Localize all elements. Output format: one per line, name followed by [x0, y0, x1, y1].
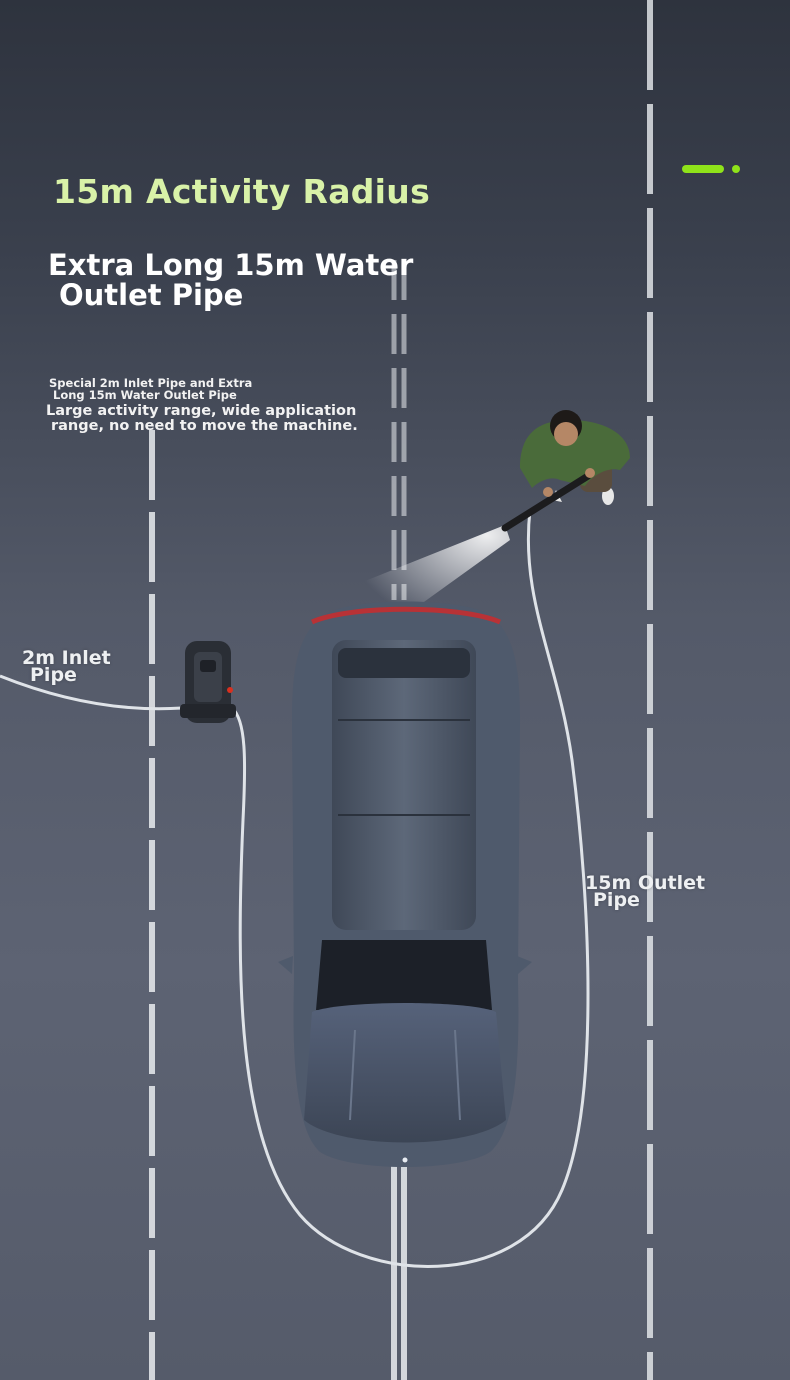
inlet-hose	[0, 674, 183, 711]
outlet-hose	[230, 509, 590, 1268]
indicator-dot	[732, 165, 740, 173]
description-line-1: Large activity range, wide application	[46, 403, 357, 419]
subheading: Extra Long 15m Water Outlet Pipe	[48, 250, 413, 310]
outlet-label-line-2: Pipe	[593, 889, 640, 911]
outlet-pipe-label: 15m Outlet Pipe	[585, 872, 706, 911]
feature-note-line-1: Special 2m Inlet Pipe and Extra	[49, 376, 253, 390]
feature-note-line-2: Long 15m Water Outlet Pipe	[53, 388, 237, 402]
description-line-2: range, no need to move the machine.	[51, 418, 358, 434]
inlet-label-line-2: Pipe	[30, 664, 77, 686]
description: Large activity range, wide application r…	[46, 404, 358, 434]
slide-indicator	[682, 165, 742, 175]
feature-note: Special 2m Inlet Pipe and Extra Long 15m…	[49, 377, 252, 401]
road-markings	[149, 0, 653, 1380]
outlet-label-line-1: 15m Outlet	[585, 872, 706, 894]
subheading-line-2: Outlet Pipe	[59, 278, 244, 312]
pressure-washer-machine	[180, 641, 236, 723]
headline: 15m Activity Radius	[53, 172, 431, 211]
indicator-active-bar	[682, 165, 724, 173]
car	[278, 601, 532, 1167]
person-with-spray-gun	[501, 410, 630, 532]
inlet-pipe-label: 2m Inlet Pipe	[22, 647, 111, 686]
subheading-line-1: Extra Long 15m Water	[48, 248, 414, 282]
inlet-label-line-1: 2m Inlet	[22, 647, 111, 669]
